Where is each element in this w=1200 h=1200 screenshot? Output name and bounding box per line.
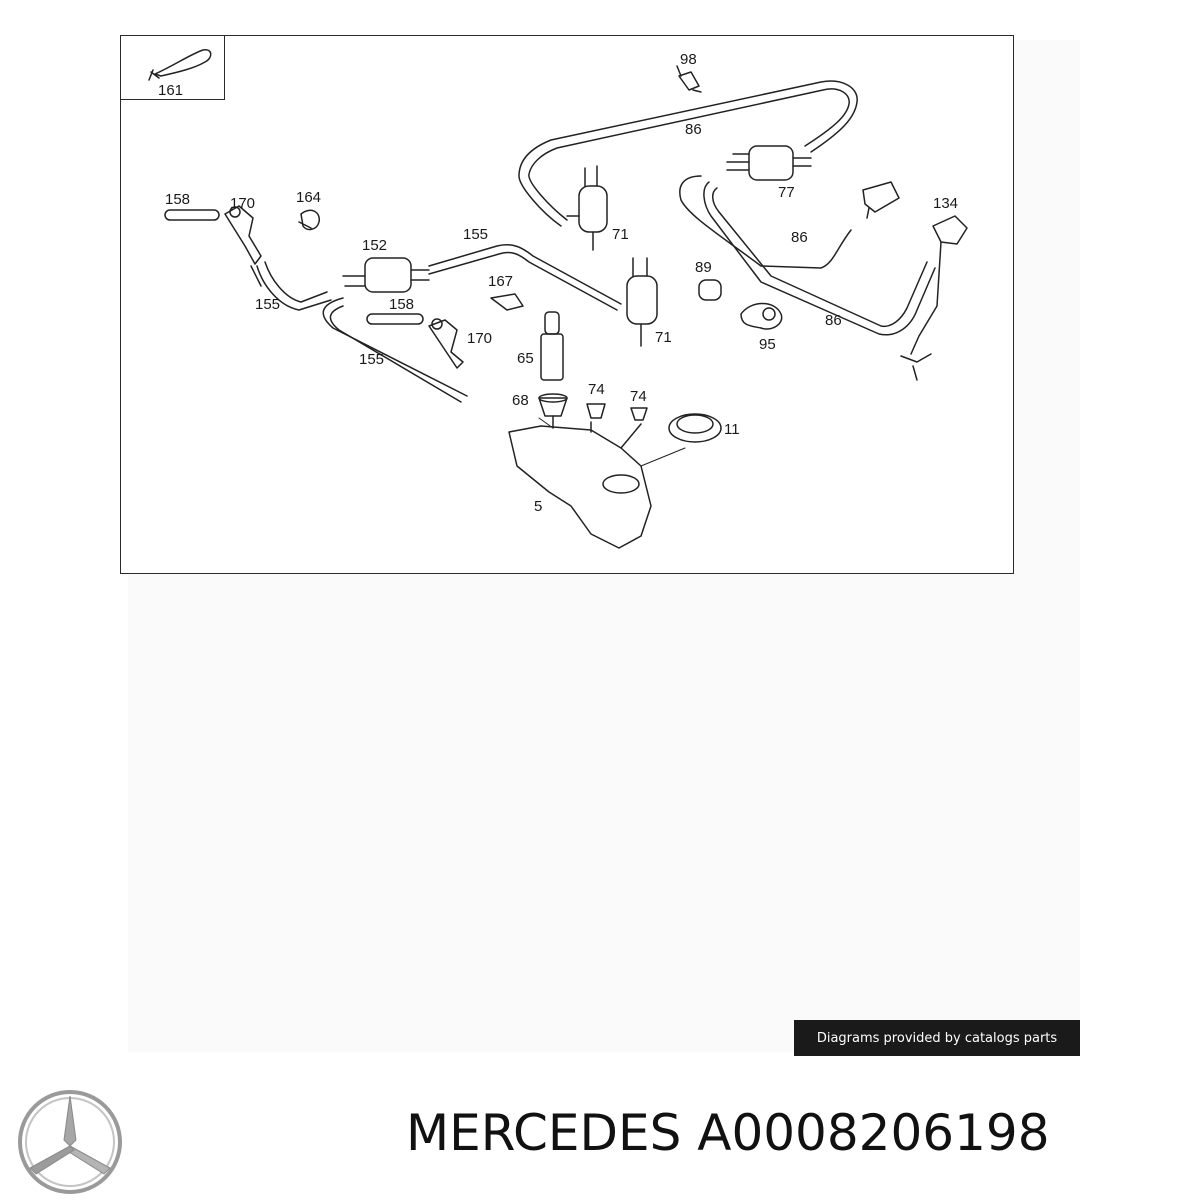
grommet-68-part (538, 393, 568, 417)
callout-167: 167 (488, 273, 514, 290)
callout-74-left: 74 (588, 381, 605, 398)
footer-title: MERCEDES A0008206198 (406, 1108, 1186, 1158)
callout-71-lower: 71 (655, 329, 672, 346)
nozzle-170-lower-part (428, 318, 464, 369)
part-number: A0008206198 (697, 1104, 1050, 1162)
parts-diagram: 161 98 86 77 158 170 164 71 134 86 152 1… (120, 35, 1014, 574)
callout-134: 134 (933, 195, 959, 212)
valve-77-part (726, 145, 812, 181)
hose-158-top-part (164, 209, 220, 221)
callout-170-lower: 170 (467, 330, 493, 347)
cap-11-part (668, 413, 722, 443)
callout-11: 11 (724, 421, 740, 438)
grommet-74a-part (586, 403, 606, 419)
nozzle-170-top-part (224, 205, 262, 287)
filter-65-part (540, 311, 564, 381)
callout-155-lower: 155 (359, 351, 385, 368)
callout-152: 152 (362, 237, 388, 254)
clamp-161-part (148, 49, 212, 81)
hose-86-lower-part (679, 175, 936, 336)
hose-86-top-part (518, 80, 858, 227)
credit-text: Diagrams provided by catalogs parts (816, 1030, 1058, 1046)
callout-71-top: 71 (612, 226, 629, 243)
hose-158-lower-part (366, 313, 424, 325)
inset-box (121, 36, 225, 100)
callout-86-top: 86 (685, 121, 702, 138)
hose-155-part (256, 244, 622, 403)
callout-68: 68 (512, 392, 529, 409)
credit-badge: Diagrams provided by catalogs parts (794, 1020, 1080, 1056)
callout-89: 89 (695, 259, 712, 276)
nozzle-134-part (900, 215, 968, 381)
callout-158-lower: 158 (389, 296, 415, 313)
callout-77: 77 (778, 184, 795, 201)
callout-74-right: 74 (630, 388, 647, 405)
callout-164: 164 (296, 189, 322, 206)
bracket-167-part (490, 293, 524, 311)
grommet-89-part (698, 279, 722, 301)
callout-158-top: 158 (165, 191, 191, 208)
clamp-95-part (740, 302, 783, 330)
callout-98: 98 (680, 51, 697, 68)
callout-161: 161 (158, 82, 184, 99)
callout-65: 65 (517, 350, 534, 367)
pump-71-lower-part (626, 257, 658, 347)
grommet-74b-part (630, 407, 648, 421)
callout-155-top: 155 (463, 226, 489, 243)
callout-86-right: 86 (825, 312, 842, 329)
brand-name: MERCEDES (406, 1104, 682, 1162)
callout-155-left: 155 (255, 296, 281, 313)
valve-152-part (342, 257, 430, 293)
diagram-drawing (148, 49, 968, 549)
callout-95: 95 (759, 336, 776, 353)
clip-164-part (298, 209, 320, 231)
three-pointed-star-icon (18, 1090, 122, 1194)
pump-71-top-part (566, 165, 608, 251)
callout-170-top: 170 (230, 195, 256, 212)
callout-5: 5 (534, 498, 543, 515)
cap-part (862, 181, 900, 219)
callout-86-middle: 86 (791, 229, 808, 246)
reservoir-5-part (508, 415, 652, 549)
leader-lines (538, 417, 686, 467)
connector-98-part (676, 65, 702, 93)
